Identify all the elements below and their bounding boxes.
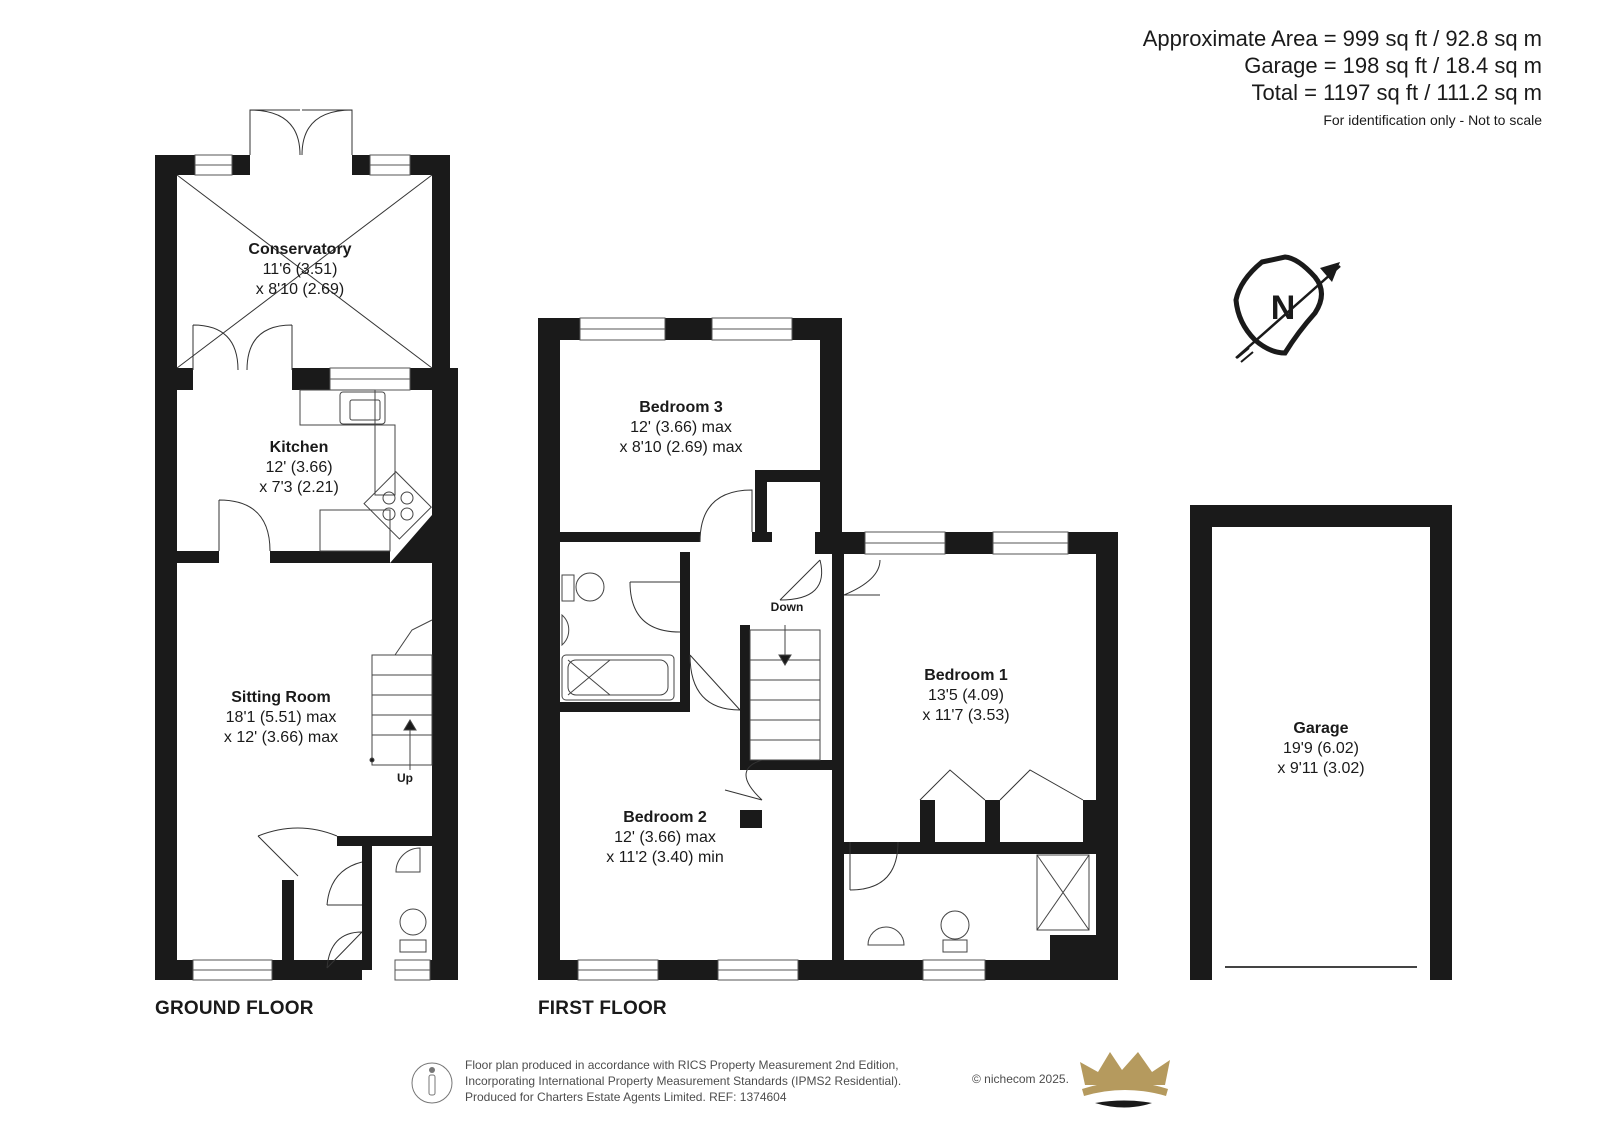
first-floor-label: FIRST FLOOR	[538, 998, 667, 1019]
room-dimension: 18'1 (5.51) max	[225, 709, 337, 726]
ground-floor-label: GROUND FLOOR	[155, 998, 314, 1019]
room-name: Bedroom 1	[924, 667, 1008, 684]
fixtures	[299, 389, 1417, 968]
room-dimension: 11'6 (3.51)	[262, 261, 338, 278]
footer-disclaimer: Floor plan produced in accordance with R…	[465, 1057, 901, 1105]
room-name: Conservatory	[248, 241, 352, 258]
footer-line: Floor plan produced in accordance with R…	[465, 1058, 899, 1072]
first-stairs	[749, 625, 821, 761]
ground-stairs	[369, 619, 433, 770]
room-dimension: x 11'2 (3.40) min	[606, 849, 724, 866]
room-dimension: x 7'3 (2.21)	[259, 479, 339, 496]
room-dimension: x 8'10 (2.69)	[255, 281, 345, 298]
room-dimension: x 9'11 (3.02)	[1277, 760, 1365, 777]
room-kitchen: Kitchen 12' (3.66) x 7'3 (2.21)	[259, 438, 339, 498]
room-name: Garage	[1293, 720, 1349, 737]
footer-line: Incorporating International Property Mea…	[465, 1074, 902, 1088]
room-name: Sitting Room	[231, 689, 331, 706]
room-conservatory: Conservatory 11'6 (3.51) x 8'10 (2.69)	[248, 240, 351, 300]
room-dimension: x 8'10 (2.69) max	[619, 439, 743, 456]
room-sitting-room: Sitting Room 18'1 (5.51) max x 12' (3.66…	[224, 688, 338, 748]
copyright: © nichecom 2025.	[972, 1072, 1069, 1086]
walls	[155, 155, 1452, 980]
room-garage: Garage 19'9 (6.02) x 9'11 (3.02)	[1277, 719, 1364, 779]
scale-note: For identification only - Not to scale	[1323, 112, 1542, 128]
person-icon	[411, 1062, 453, 1104]
room-dimension: 12' (3.66) max	[630, 419, 732, 436]
room-dimension: 12' (3.66)	[265, 459, 333, 476]
door-swings	[176, 109, 1084, 969]
stairs-down-label: Down	[770, 600, 804, 614]
total-area: Total = 1197 sq ft / 111.2 sq m	[1251, 80, 1542, 105]
room-name: Kitchen	[269, 439, 329, 456]
garage-area: Garage = 198 sq ft / 18.4 sq m	[1244, 53, 1542, 78]
approximate-area: Approximate Area = 999 sq ft / 92.8 sq m	[1142, 26, 1542, 51]
room-bedroom-3: Bedroom 3 12' (3.66) max x 8'10 (2.69) m…	[619, 398, 742, 458]
compass-icon	[1233, 254, 1341, 363]
area-summary: Approximate Area = 999 sq ft / 92.8 sq m…	[1143, 25, 1542, 128]
compass-letter: N	[1270, 289, 1296, 327]
footer-line: Produced for Charters Estate Agents Limi…	[465, 1090, 787, 1104]
room-dimension: x 12' (3.66) max	[223, 729, 339, 746]
room-dimension: x 11'7 (3.53)	[922, 707, 1010, 724]
room-name: Bedroom 3	[639, 399, 723, 416]
stairs-up-label: Up	[397, 771, 413, 785]
room-dimension: 13'5 (4.09)	[928, 687, 1004, 704]
crown-logo	[1080, 1052, 1170, 1108]
room-bedroom-1: Bedroom 1 13'5 (4.09) x 11'7 (3.53)	[922, 666, 1009, 726]
room-bedroom-2: Bedroom 2 12' (3.66) max x 11'2 (3.40) m…	[606, 808, 723, 868]
room-dimension: 12' (3.66) max	[614, 829, 716, 846]
window-frames	[192, 154, 1069, 981]
room-name: Bedroom 2	[623, 809, 707, 826]
room-dimension: 19'9 (6.02)	[1283, 740, 1359, 757]
